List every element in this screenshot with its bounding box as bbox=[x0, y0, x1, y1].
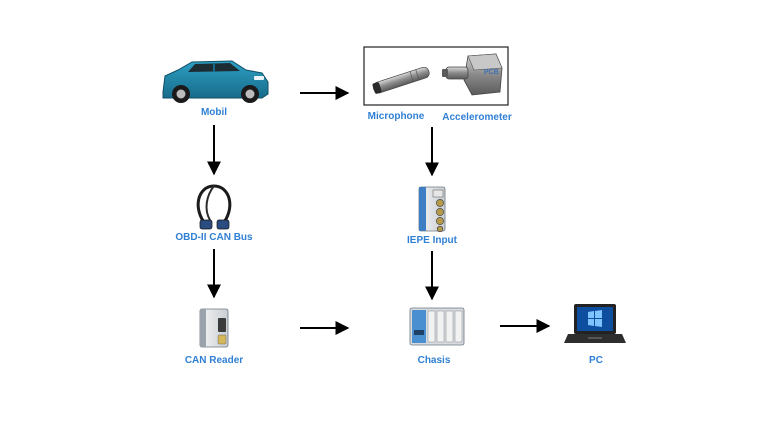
label-chasis: Chasis bbox=[417, 355, 451, 366]
laptop-icon bbox=[564, 304, 626, 343]
svg-text:PCB: PCB bbox=[484, 69, 499, 76]
label-accelerometer: Accelerometer bbox=[442, 112, 512, 123]
label-mobil: Mobil bbox=[200, 107, 228, 118]
label-obd-ii-can-bus: OBD-II CAN Bus bbox=[175, 232, 253, 243]
arrows bbox=[207, 86, 551, 335]
label-can-reader: CAN Reader bbox=[184, 355, 244, 366]
label-pc: PC bbox=[589, 355, 603, 366]
label-iepe-input: IEPE Input bbox=[407, 235, 457, 246]
obd-cable-icon bbox=[196, 184, 232, 230]
accelerometer-icon: PCB bbox=[442, 53, 503, 96]
microphone-icon bbox=[372, 66, 430, 94]
label-microphone: Microphone bbox=[367, 111, 425, 122]
iepe-module-icon bbox=[418, 186, 446, 233]
can-module-icon bbox=[199, 308, 229, 348]
chassis-icon bbox=[409, 307, 465, 346]
car-icon bbox=[162, 60, 269, 103]
